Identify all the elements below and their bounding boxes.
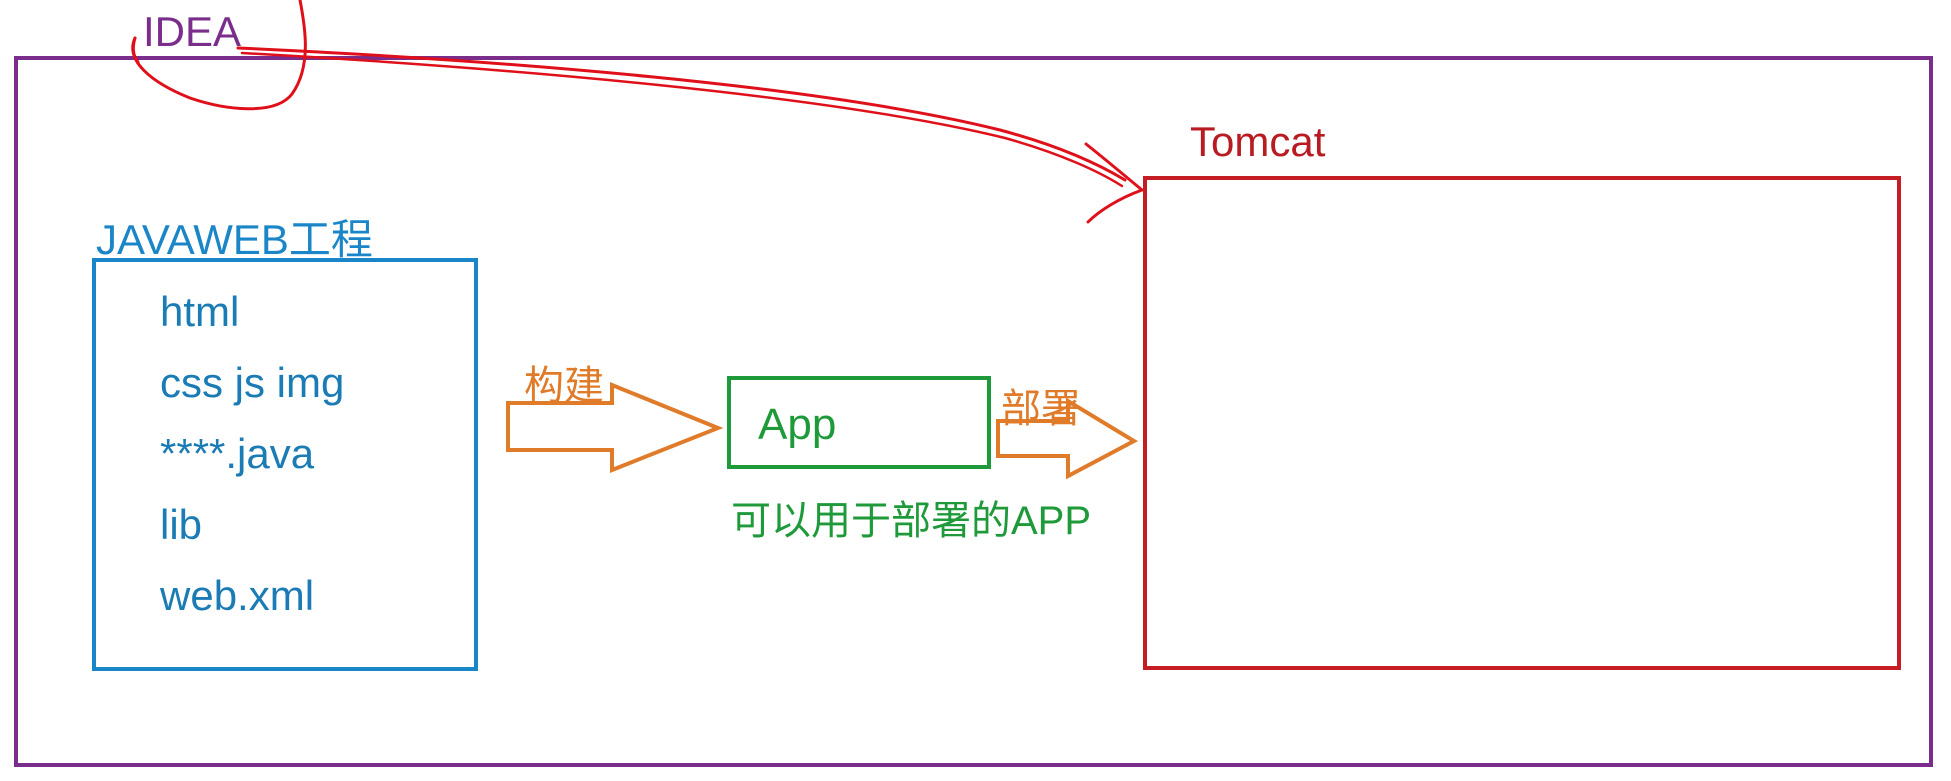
idea-circle-annotation-tail <box>131 36 140 64</box>
deploy-arrow <box>996 397 1139 480</box>
idea-frame <box>14 56 1933 767</box>
javaweb-title: JAVAWEB工程 <box>96 216 373 263</box>
build-label: 构建 <box>524 364 604 408</box>
idea-to-tomcat-arrow-stroke2 <box>240 51 1124 188</box>
file-item-lib: lib <box>160 501 203 548</box>
file-item-css-js-img: css js img <box>160 359 345 406</box>
file-item-html: html <box>160 288 240 335</box>
idea-circle-annotation <box>131 0 307 111</box>
idea-to-tomcat-arrow <box>236 46 1127 182</box>
app-caption: 可以用于部署的APP <box>731 499 1092 543</box>
app-label: App <box>758 400 837 449</box>
app-box <box>727 376 991 469</box>
javaweb-box <box>92 258 478 671</box>
tomcat-box <box>1143 176 1901 670</box>
idea-to-tomcat-arrowhead <box>1084 142 1144 224</box>
idea-label: IDEA <box>143 8 242 55</box>
build-arrow <box>506 382 724 473</box>
file-item-java: ****.java <box>160 430 315 477</box>
tomcat-label: Tomcat <box>1190 118 1326 165</box>
file-item-web-xml: web.xml <box>160 572 315 619</box>
